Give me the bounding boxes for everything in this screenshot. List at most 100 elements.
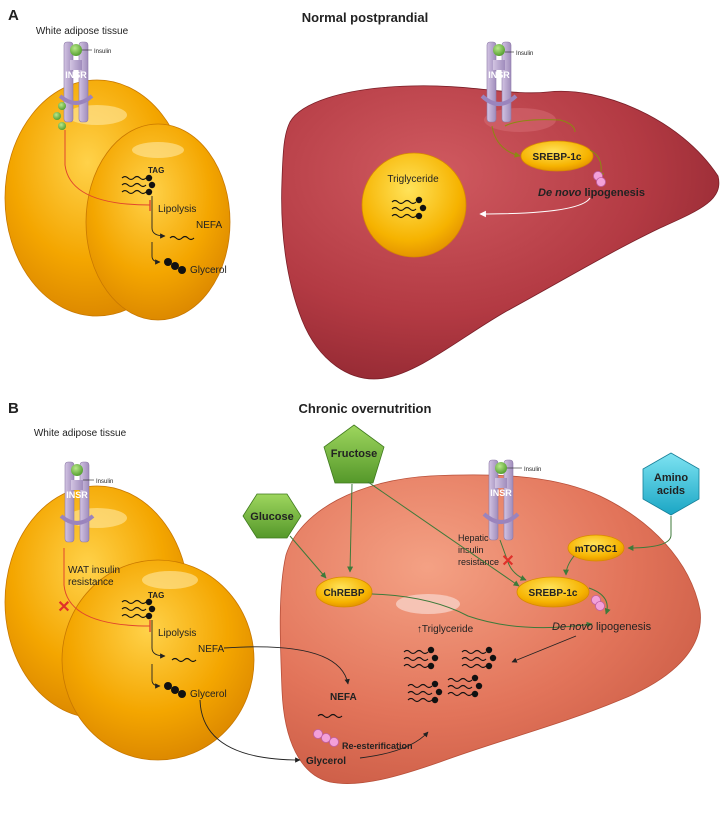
panel-b-glucose-label: Glucose — [250, 511, 293, 523]
panel-b-liver-glycerol-label: Glycerol — [306, 756, 346, 767]
adipocyte-front — [85, 123, 231, 321]
panel-a-triglyceride-label: Triglyceride — [387, 174, 439, 185]
panel-b-amino-line2: acids — [657, 485, 685, 497]
svg-text:De novo lipogenesis: De novo lipogenesis — [552, 621, 652, 633]
panel-b-tag-label: TAG — [148, 591, 164, 600]
insulin-molecule-b-icon — [71, 464, 83, 476]
panel-b-denovo-italic: De novo — [552, 621, 593, 633]
svg-text:De novo lipogenesis: De novo lipogenesis — [538, 187, 645, 199]
panel-a-srebp-label: SREBP-1c — [533, 152, 582, 163]
glycerol-icon — [164, 258, 186, 274]
panel-a-liver-insr-label: INSR — [488, 70, 510, 80]
glucose-node — [242, 493, 302, 539]
panel-b-liver-insr-label: INSR — [490, 488, 512, 498]
insulin-molecule-liver-icon — [493, 44, 505, 56]
panel-b-liver-insulin-label: Insulin — [524, 467, 541, 473]
insulin-receptor-liver — [480, 41, 518, 123]
panel-a-insr-label: INSR — [65, 70, 87, 80]
wat-insulin-inhibition-arrow — [63, 548, 151, 627]
panel-a-title: Normal postprandial — [302, 10, 428, 25]
panel-b-insr-label: INSR — [66, 490, 88, 500]
lipid-droplet — [361, 152, 467, 258]
fructose-node — [323, 424, 385, 484]
insulin-molecule-icon — [70, 44, 82, 56]
panel-b-fructose-label: Fructose — [331, 448, 377, 460]
panel-b-amino-line1: Amino — [654, 472, 689, 484]
panel-a-wat-label: White adipose tissue — [36, 26, 129, 37]
glycerol-backbone-b-icon — [145, 598, 156, 620]
insulin-signal-arrow — [491, 125, 521, 158]
panel-a-insulin-label: Insulin — [94, 49, 111, 55]
panel-b-triglyceride-label: ↑Triglyceride — [417, 624, 474, 635]
panel-b-wat-ir-line1: WAT insulin — [68, 565, 120, 576]
fructose-to-chrebp-arrow — [347, 483, 354, 573]
panel-b-hep-ir-line2: insulin — [458, 545, 484, 555]
triglyceride-cluster-icon — [403, 646, 497, 704]
fructose-to-srebp-arrow — [367, 481, 520, 587]
adipocyte-b-front — [61, 559, 255, 761]
panel-b-hep-ir-line3: resistance — [458, 557, 499, 567]
mtorc1-node — [567, 534, 625, 562]
srebp1c-node — [520, 140, 594, 172]
panel-b-insulin-label: Insulin — [96, 479, 113, 485]
tag-molecule-icon — [121, 175, 147, 195]
nefa-chain-b-icon — [171, 657, 197, 663]
glycerol-backbone-icon — [145, 174, 156, 196]
hepatic-blocked-x-icon: ✕ — [501, 553, 514, 570]
adipocyte-front-highlight — [132, 142, 184, 158]
panel-b-chrebp-label: ChREBP — [323, 588, 364, 599]
panel-b-srebp-label: SREBP-1c — [529, 588, 578, 599]
panel-b-glycerol-label: Glycerol — [190, 689, 227, 700]
insulin-molecule-liver-b-icon — [495, 462, 507, 474]
panel-a-denovo-rest: lipogenesis — [581, 187, 645, 199]
hepatic-insulin-arrow — [499, 539, 527, 581]
triglyceride-molecule-icon — [391, 196, 427, 220]
insulin-receptor-liver-b — [482, 459, 520, 541]
glycerol-arrow — [151, 242, 161, 265]
glycerol-b-icon — [164, 682, 186, 698]
phosphate-icons — [53, 102, 66, 130]
adipocyte-highlight — [67, 105, 127, 125]
lipogenic-enzyme-icon — [593, 171, 606, 187]
panel-b-liver-nefa-label: NEFA — [330, 692, 357, 703]
panel-a-lipolysis-label: Lipolysis — [158, 204, 196, 215]
panel-b-nefa-label: NEFA — [198, 644, 224, 655]
panel-b-letter: B — [8, 400, 19, 417]
liver-nefa-chain-icon — [317, 713, 343, 719]
insulin-receptor-wat — [58, 41, 94, 123]
lipolysis-b-arrow — [151, 620, 166, 659]
amino-acids-node — [642, 452, 700, 516]
glucose-to-chrebp-arrow — [289, 535, 327, 579]
panel-a-nefa-label: NEFA — [196, 220, 222, 231]
panel-a-tag-label: TAG — [148, 166, 164, 175]
panel-b-lipolysis-label: Lipolysis — [158, 628, 196, 639]
blocked-x-icon: ✕ — [57, 599, 70, 616]
lipogenic-enzyme-b-icon — [591, 595, 605, 611]
nefa-chain-icon — [169, 235, 195, 241]
reester-to-tg-arrow — [359, 731, 429, 759]
tag-molecule-b-icon — [121, 599, 147, 619]
glycerol-flux-arrow — [199, 699, 301, 763]
panel-b-denovo-rest: lipogenesis — [593, 621, 652, 633]
chrebp-node — [315, 576, 373, 608]
panel-a-liver-insulin-label: Insulin — [516, 51, 533, 57]
panel-b-reester-label: Re-esterification — [342, 741, 413, 751]
panel-b-wat-label: White adipose tissue — [34, 428, 127, 439]
lipolysis-arrow — [151, 196, 166, 239]
panel-a-glycerol-label: Glycerol — [190, 265, 227, 276]
insulin-receptor-wat-b — [59, 461, 95, 543]
chrebp-to-lipogenesis-arrow — [371, 593, 593, 629]
panel-a-letter: A — [8, 7, 19, 24]
panel-b-mtorc1-label: mTORC1 — [575, 544, 618, 555]
panel-a-denovo-italic: De novo — [538, 187, 582, 199]
mtorc1-to-srebp-arrow — [563, 555, 575, 576]
insulin-inhibition-arrow — [64, 130, 151, 206]
lipogenesis-to-tg-arrow — [479, 197, 591, 218]
panel-b-wat-ir-line2: resistance — [68, 577, 114, 588]
amino-to-mtorc1-arrow — [627, 516, 672, 551]
panel-b-hep-ir-line1: Hepatic — [458, 533, 489, 543]
srebp-b-to-lipogenesis-arrow — [588, 587, 611, 615]
lipogenesis-b-to-tg-arrow — [511, 635, 577, 663]
srebp1c-b-node — [516, 576, 590, 608]
